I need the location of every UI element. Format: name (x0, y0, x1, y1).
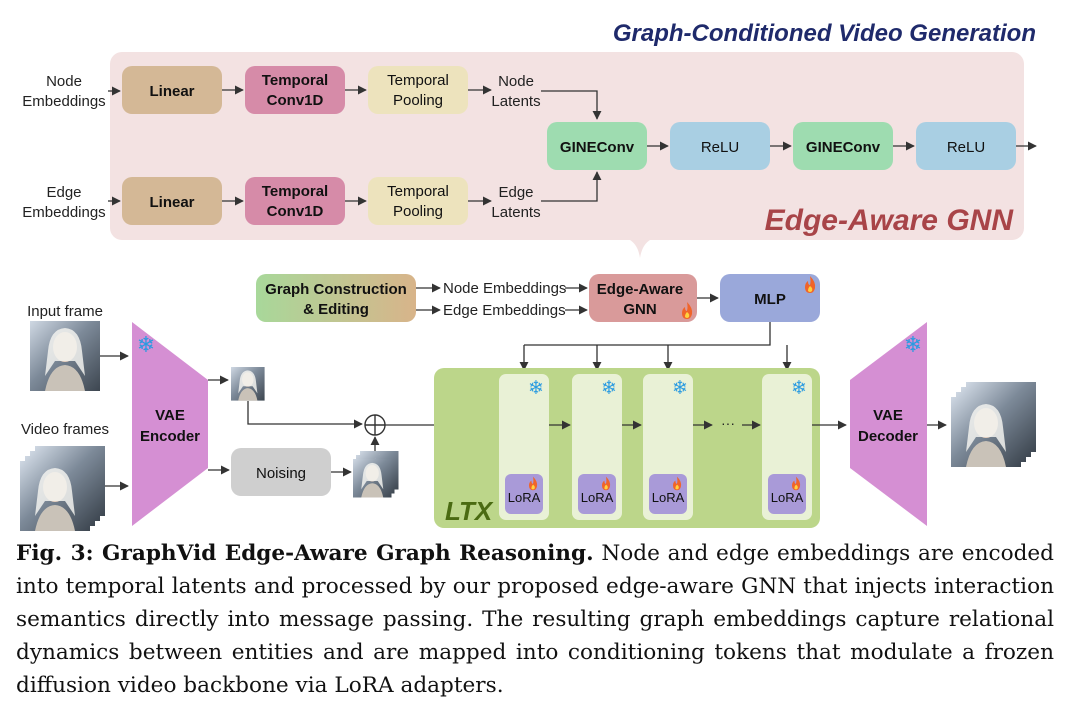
gineconv-block-1 (547, 122, 647, 170)
lora-block-2: LoRA (578, 474, 616, 514)
fire-icon (602, 476, 611, 491)
video-frames-label: Video frames (21, 421, 109, 438)
add-node-icon (364, 414, 386, 436)
snowflake-icon: ❄ (672, 378, 688, 399)
caption-lead: Fig. 3: GraphVid Edge-Aware Graph Reason… (16, 541, 594, 566)
svg-text:LoRA: LoRA (771, 490, 804, 505)
video-frames-stack (20, 446, 105, 531)
gineconv-block-2 (793, 122, 893, 170)
vae-decoder (850, 322, 927, 526)
edge-embeddings-text: Edge Embeddings (443, 302, 566, 319)
input-frame-label: Input frame (27, 303, 103, 320)
svg-text:Noising: Noising (256, 465, 306, 482)
svg-text:GINEConv: GINEConv (560, 139, 635, 156)
svg-text:LoRA: LoRA (652, 490, 685, 505)
mlp-block (720, 274, 820, 322)
ltx-label: LTX (445, 496, 494, 526)
noising-block (231, 448, 331, 496)
node-conv-block (245, 66, 345, 114)
caption-body: Node and edge embeddings are encoded int… (16, 541, 1054, 698)
node-embeddings-text: Node Embeddings (443, 280, 566, 297)
node-pool-block (368, 66, 468, 114)
edge-aware-gnn-block (589, 274, 697, 322)
snowflake-icon: ❄ (528, 378, 544, 399)
svg-text:Linear: Linear (149, 194, 194, 211)
relu-block-2 (916, 122, 1016, 170)
fire-icon (529, 476, 538, 491)
relu-block-1 (670, 122, 770, 170)
figure-caption: Fig. 3: GraphVid Edge-Aware Graph Reason… (16, 537, 1054, 702)
edge-conv-block (245, 177, 345, 225)
gnn-panel-label: Edge-Aware GNN (765, 204, 1015, 237)
edge-pool-block (368, 177, 468, 225)
latent-thumbnail (231, 367, 265, 401)
graphvid-diagram: Graph-Conditioned Video Generation Edge-… (20, 20, 1037, 531)
svg-text:ReLU: ReLU (947, 139, 985, 156)
svg-text:GINEConv: GINEConv (806, 139, 881, 156)
svg-text:LoRA: LoRA (508, 490, 541, 505)
snowflake-icon: ❄ (137, 332, 155, 357)
noisy-latent-stack (353, 451, 399, 498)
fire-icon (805, 276, 816, 293)
svg-text:Graph Construction& Editing: Graph Construction& Editing (265, 281, 407, 318)
snowflake-icon: ❄ (904, 332, 922, 357)
fire-icon (673, 476, 682, 491)
lora-block-4: LoRA (768, 474, 806, 514)
ellipsis: ··· (721, 415, 735, 431)
snowflake-icon: ❄ (791, 378, 807, 399)
svg-text:LoRA: LoRA (581, 490, 614, 505)
vae-encoder (132, 322, 208, 526)
svg-text:MLP: MLP (754, 291, 786, 308)
input-frame-image (30, 321, 100, 391)
snowflake-icon: ❄ (601, 378, 617, 399)
output-frames-stack (951, 382, 1036, 467)
svg-text:ReLU: ReLU (701, 139, 739, 156)
diagram-title: Graph-Conditioned Video Generation (613, 20, 1036, 47)
node-linear-block (122, 66, 222, 114)
svg-text:Linear: Linear (149, 83, 194, 100)
graph-construction-block (256, 274, 416, 322)
lora-block-3: LoRA (649, 474, 687, 514)
fire-icon (792, 476, 801, 491)
lora-block-1: LoRA (505, 474, 543, 514)
fire-icon (682, 302, 693, 319)
edge-linear-block (122, 177, 222, 225)
